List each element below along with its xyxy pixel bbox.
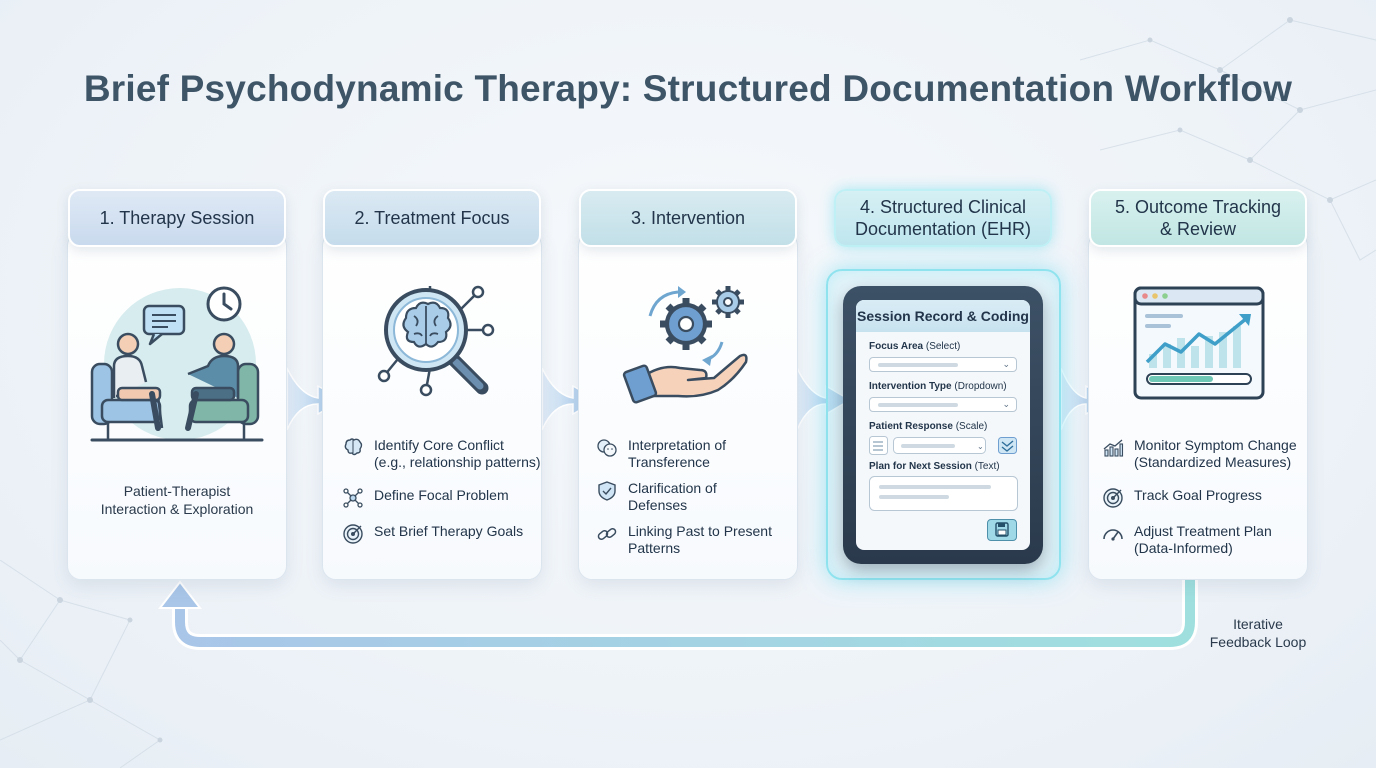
patient-response-scale[interactable]: ⌄ <box>869 436 1019 456</box>
save-button[interactable] <box>987 519 1017 541</box>
dashboard-chart-icon <box>1133 286 1265 400</box>
save-icon <box>995 522 1009 537</box>
target-icon <box>1103 488 1123 508</box>
connector-3-4 <box>796 367 852 431</box>
plan-next-session-textarea[interactable] <box>869 476 1019 512</box>
target-icon <box>343 524 363 544</box>
intervention-type-dropdown[interactable]: ⌄ <box>869 397 1017 412</box>
step-2-item-1: Identify Core Conflict(e.g., relationshi… <box>342 437 541 487</box>
feedback-loop-label: Iterative Feedback Loop <box>1209 616 1307 650</box>
brain-icon <box>344 438 363 456</box>
step-card-intervention <box>578 232 798 580</box>
step-2-item-2: Define Focal Problem <box>342 487 541 523</box>
plan-next-session-label: Plan for Next Session (Text) <box>869 461 1000 472</box>
focus-area-select[interactable]: ⌄ <box>869 357 1017 372</box>
step-header-2-text: 2. Treatment Focus <box>354 208 510 228</box>
step-1-caption: Patient-Therapist Interaction & Explorat… <box>100 483 254 517</box>
shield-icon <box>598 481 616 501</box>
step-header-5-text: 5. Outcome Tracking& Review <box>1114 197 1282 239</box>
focus-area-label: Focus Area (Select) <box>869 341 961 352</box>
step-5-item-3: Adjust Treatment Plan(Data-Informed) <box>1102 523 1297 567</box>
step-header-3-text: 3. Intervention <box>630 208 746 228</box>
step-5-item-2: Track Goal Progress <box>1102 487 1297 523</box>
step-header-3: 3. Intervention <box>579 189 797 247</box>
step-header-1-text: 1. Therapy Session <box>99 208 255 228</box>
link-icon <box>597 527 617 541</box>
step-header-1: 1. Therapy Session <box>68 189 286 247</box>
chevron-down-icon: ⌄ <box>1002 399 1010 409</box>
step-2-items: Identify Core Conflict(e.g., relationshi… <box>342 437 541 559</box>
faces-icon <box>597 439 617 457</box>
brain-magnifier-icon <box>377 285 495 397</box>
ehr-form-title: Session Record & Coding <box>856 300 1030 332</box>
step-5-items: Monitor Symptom Change(Standardized Meas… <box>1102 437 1297 567</box>
step-header-5: 5. Outcome Tracking& Review <box>1089 189 1307 247</box>
network-icon <box>343 488 363 508</box>
chevron-down-icon: ⌄ <box>1002 359 1010 369</box>
step-header-2: 2. Treatment Focus <box>323 189 541 247</box>
hand-gears-icon <box>622 286 748 404</box>
patient-response-label: Patient Response (Scale) <box>869 421 988 432</box>
svg-text:⌄: ⌄ <box>977 442 984 451</box>
intervention-type-label: Intervention Type (Dropdown) <box>869 381 1007 392</box>
gauge-icon <box>1103 529 1123 541</box>
step-5-item-1: Monitor Symptom Change(Standardized Meas… <box>1102 437 1297 487</box>
bar-chart-icon <box>1103 439 1124 457</box>
patient-therapist-icon <box>90 286 264 442</box>
step-2-item-3: Set Brief Therapy Goals <box>342 523 541 559</box>
page-title: Brief Psychodynamic Therapy: Structured … <box>83 68 1293 109</box>
